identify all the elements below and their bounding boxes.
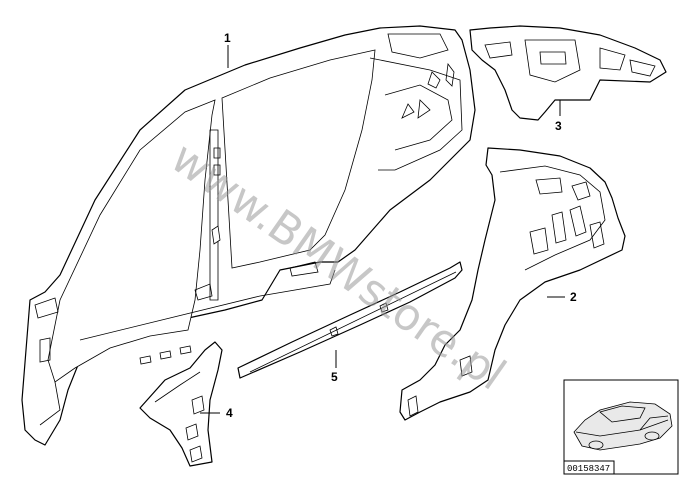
callout-1: 1: [224, 31, 231, 45]
callout-4: 4: [226, 406, 233, 420]
part-3-rear-upper-panel[interactable]: [469, 25, 667, 121]
thumbnail-highlight: [639, 415, 669, 431]
part-2-rear-wheel-arch[interactable]: [399, 147, 626, 421]
reference-thumbnail: 00158347: [563, 379, 679, 475]
callout-2: 2: [570, 290, 577, 304]
part-4-lower-bracket[interactable]: [139, 341, 223, 467]
part-1-side-frame[interactable]: [21, 25, 476, 446]
callout-5: 5: [331, 370, 338, 384]
callout-3: 3: [555, 119, 562, 133]
part-5-sill-strip[interactable]: [237, 261, 463, 379]
thumbnail-image-id: 00158347: [567, 464, 610, 474]
